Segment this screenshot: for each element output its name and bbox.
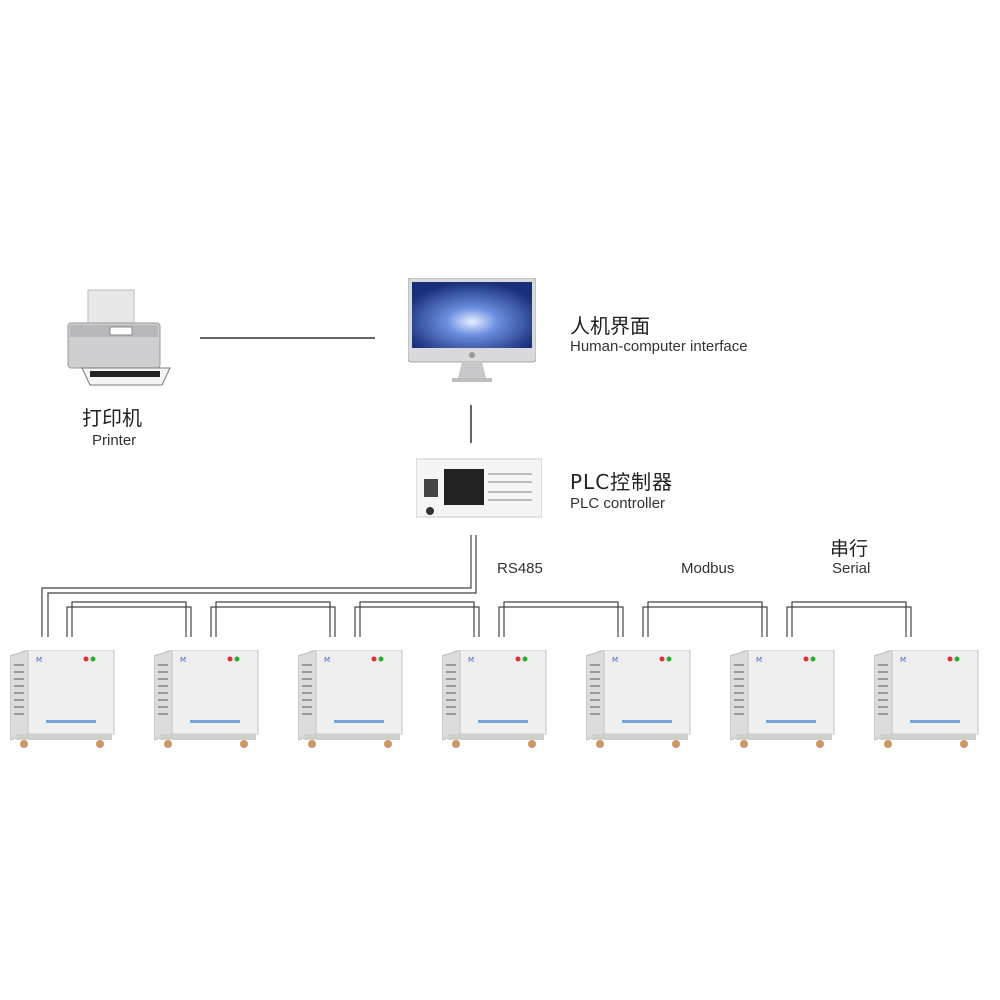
serial-label-en: Serial [832, 560, 871, 577]
chain-link-5 [647, 601, 763, 637]
svg-text:M: M [180, 656, 186, 664]
plc-controller [415, 455, 543, 521]
serial-label-cn: 串行 [830, 538, 869, 560]
chain-link-4 [498, 606, 624, 637]
chain-link-6 [791, 601, 907, 637]
svg-text:M: M [612, 656, 618, 664]
cabinet-2: M [153, 649, 264, 748]
chain-link-3 [354, 606, 480, 637]
bus-trunk [41, 535, 477, 637]
cabinet-5: M [585, 649, 696, 748]
plc-label-cn: PLC控制器 [570, 470, 674, 494]
printer-label-cn: 打印机 [82, 406, 142, 430]
svg-text:M: M [324, 656, 330, 664]
hmi-monitor [407, 277, 537, 386]
svg-text:M: M [900, 656, 906, 664]
rs485-label: RS485 [497, 560, 543, 577]
cabinet-3: M [297, 649, 408, 748]
chain-link-2 [210, 606, 336, 637]
svg-text:M: M [36, 656, 42, 664]
printer-label-en: Printer [92, 432, 137, 449]
chain-link-3 [359, 601, 475, 637]
modbus-label: Modbus [681, 560, 735, 577]
cabinet-4: M [441, 649, 552, 748]
svg-text:M: M [468, 656, 474, 664]
hmi-label-en: Human-computer interface [570, 338, 748, 355]
chain-link-5 [642, 606, 768, 637]
chain-link-2 [215, 601, 331, 637]
cabinet-6: M [729, 649, 840, 748]
plc-label-en: PLC controller [570, 495, 666, 512]
cabinet-7: M [873, 649, 984, 748]
cabinet-1: M [9, 649, 120, 748]
chain-link-4 [503, 601, 619, 637]
chain-link-1 [71, 601, 187, 637]
svg-text:M: M [756, 656, 762, 664]
hmi-label-cn: 人机界面 [570, 314, 650, 338]
chain-link-1 [66, 606, 192, 637]
printer-device [60, 285, 175, 390]
daisy-chain-links [66, 601, 912, 637]
chain-link-6 [786, 606, 912, 637]
